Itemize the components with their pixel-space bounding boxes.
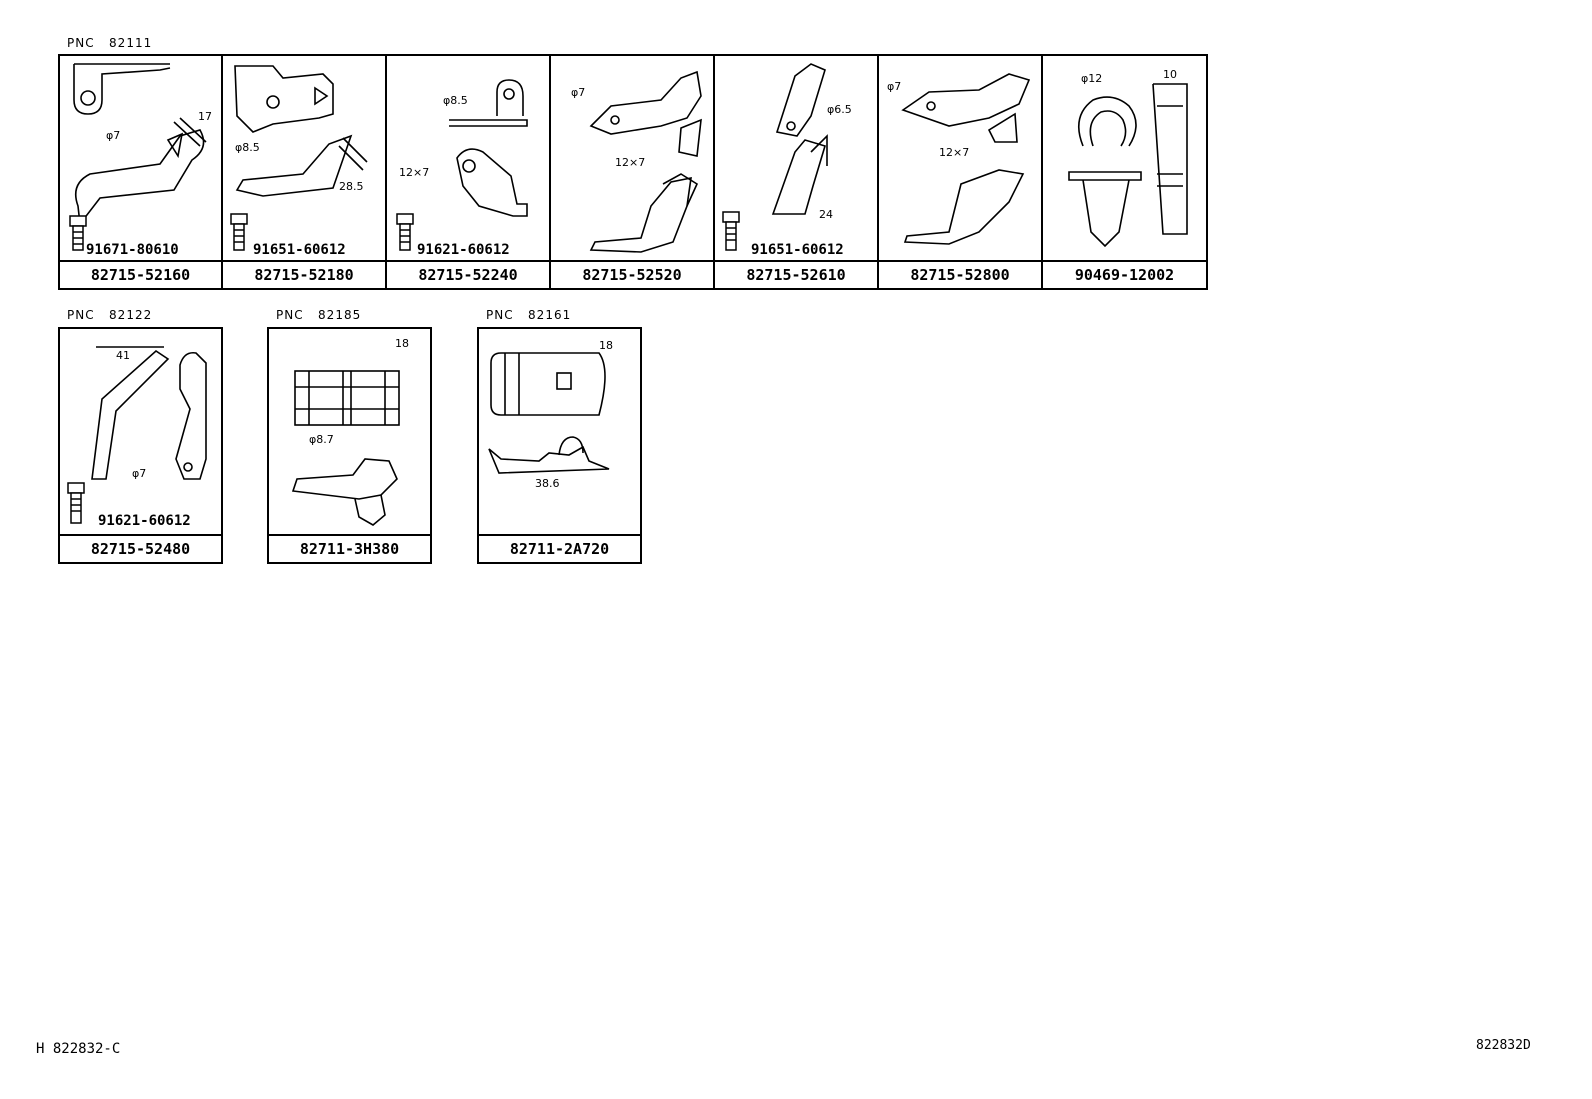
part-cell-82715-52610[interactable]: φ6.5 24 91651-60612 82715-52610 [715,56,879,288]
pnc-prefix: PNC [486,308,514,322]
pnc-code: 82185 [318,308,362,322]
clip-drawing: φ12 10 [1043,56,1206,261]
pnc-code: 82111 [109,36,153,50]
dim-label: φ8.5 [235,141,260,154]
bolt-part-number: 91651-60612 [253,242,346,258]
pnc-code: 82122 [109,308,153,322]
dim-label: φ7 [571,86,585,99]
part-number: 82711-3H380 [269,534,430,562]
bolt-part-number: 91651-60612 [751,242,844,258]
pnc-prefix: PNC [67,36,95,50]
dim-label: φ7 [106,129,120,142]
clip-drawing: 18 φ8.7 [269,329,430,534]
dim-label: 28.5 [339,180,364,193]
bracket-drawing: φ7 17 91671-80610 [60,56,221,261]
bracket-drawing: φ7 12×7 [879,56,1041,261]
pnc-code: 82161 [528,308,572,322]
footer-right-code: 822832D [1476,1038,1531,1053]
part-number: 82715-52610 [715,260,877,288]
pnc-label-82111: PNC 82111 [67,36,152,50]
part-cell-82715-52480[interactable]: 41 φ7 91621-60612 82715-52480 [58,327,223,564]
pnc-label-82185: PNC 82185 [276,308,361,322]
bolt-part-number: 91621-60612 [417,242,510,258]
dim-label: 18 [395,337,409,350]
dim-label: 24 [819,208,833,221]
bracket-drawing: φ8.5 28.5 91651-60612 [223,56,385,261]
dim-label: 18 [599,339,613,352]
dim-label: φ7 [132,467,146,480]
dim-label: φ8.7 [309,433,334,446]
pnc-prefix: PNC [67,308,95,322]
pnc-label-82122: PNC 82122 [67,308,152,322]
dim-label: 12×7 [615,156,645,169]
pnc-prefix: PNC [276,308,304,322]
part-number: 82715-52800 [879,260,1041,288]
dim-label: 12×7 [399,166,429,179]
part-number: 82715-52180 [223,260,385,288]
dim-label: 10 [1163,68,1177,81]
part-number: 82715-52160 [60,260,221,288]
bracket-drawing: φ6.5 24 91651-60612 [715,56,877,261]
dim-label: 12×7 [939,146,969,159]
part-cell-82715-52800[interactable]: φ7 12×7 82715-52800 [879,56,1043,288]
dim-label: φ6.5 [827,103,852,116]
part-cell-82715-52180[interactable]: φ8.5 28.5 91651-60612 82715-52180 [223,56,387,288]
bolt-part-number: 91621-60612 [98,513,191,529]
dim-label: φ12 [1081,72,1102,85]
part-cell-82711-2A720[interactable]: 18 38.6 82711-2A720 [477,327,642,564]
part-cell-82715-52160[interactable]: φ7 17 91671-80610 82715-52160 [58,56,223,288]
part-number: 90469-12002 [1043,260,1206,288]
bracket-drawing: φ8.5 12×7 91621-60612 [387,56,549,261]
bolt-part-number: 91671-80610 [86,242,179,258]
dim-label: 17 [198,110,212,123]
part-number: 82715-52480 [60,534,221,562]
part-number: 82715-52240 [387,260,549,288]
part-group-82111: φ7 17 91671-80610 82715-52160 [58,54,1208,290]
pnc-label-82161: PNC 82161 [486,308,571,322]
dim-label: φ7 [887,80,901,93]
part-number: 82711-2A720 [479,534,640,562]
clip-drawing: 18 38.6 [479,329,640,534]
part-number: 82715-52520 [551,260,713,288]
dim-label: φ8.5 [443,94,468,107]
dim-label: 38.6 [535,477,560,490]
part-cell-90469-12002[interactable]: φ12 10 90469-12002 [1043,56,1208,288]
bracket-drawing: 41 φ7 91621-60612 [60,329,221,534]
dim-label: 41 [116,349,130,362]
part-cell-82715-52520[interactable]: φ7 12×7 82715-52520 [551,56,715,288]
part-cell-82715-52240[interactable]: φ8.5 12×7 91621-60612 82715-52240 [387,56,551,288]
bracket-drawing: φ7 12×7 [551,56,713,261]
part-cell-82711-3H380[interactable]: 18 φ8.7 82711-3H380 [267,327,432,564]
footer-left-code: H 822832-C [36,1041,121,1057]
